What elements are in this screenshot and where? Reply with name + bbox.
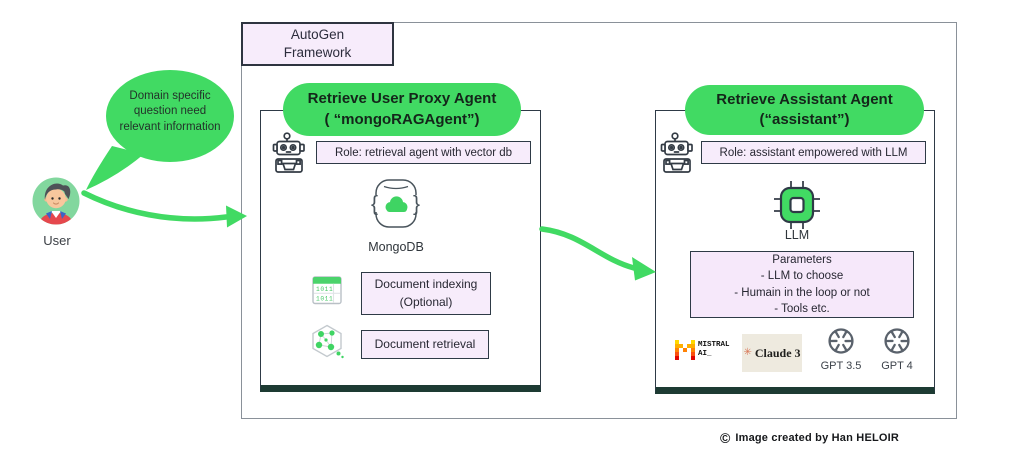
svg-text:{: { — [371, 193, 378, 216]
document-indexing-box: Document indexing (Optional) — [361, 272, 491, 315]
claude-wordmark: Claude 3 — [754, 345, 801, 360]
attribution-text: Image created by Han HELOIR — [735, 432, 900, 444]
assistant-agent-title: Retrieve Assistant Agent (“assistant”) — [685, 85, 924, 135]
proxy-role-box: Role: retrieval agent with vector db — [316, 141, 531, 164]
indexing-line: (Optional) — [399, 294, 453, 309]
assistant-title-line: (“assistant”) — [759, 111, 850, 128]
user-avatar — [32, 177, 80, 225]
copyright-icon: © — [720, 430, 731, 446]
bubble-line: question need — [133, 105, 207, 118]
mistral-wordmark: MISTRAL AI_ — [698, 341, 730, 358]
document-retrieval-icon — [312, 324, 344, 359]
mongodb-label: MongoDB — [368, 240, 424, 254]
retrieval-label: Document retrieval — [374, 336, 476, 351]
bubble-line: Domain specific — [129, 90, 211, 102]
user-label: User — [43, 233, 71, 248]
indexing-line: Document indexing — [374, 277, 478, 292]
llm-chip-icon — [774, 181, 820, 229]
svg-text:}: } — [413, 193, 420, 216]
mongodb-icon: { } — [369, 179, 423, 228]
proxy-title-line: ( “mongoRAGAgent”) — [324, 110, 480, 128]
mistral-m-icon — [675, 340, 695, 360]
cloud-glyph — [385, 196, 408, 212]
svg-text:1011: 1011 — [316, 286, 333, 293]
document-retrieval-box: Document retrieval — [361, 330, 489, 359]
llm-label: LLM — [784, 228, 810, 242]
parameters-box: Parameters - LLM to choose - Humain in t… — [690, 251, 914, 318]
robot-icon — [272, 132, 305, 173]
parameters-item: - Tools etc. — [774, 302, 830, 315]
user-to-proxy-arrow — [81, 190, 247, 228]
assistant-title-line: Retrieve Assistant Agent — [716, 90, 893, 108]
mistral-logo: MISTRAL AI_ — [675, 340, 730, 360]
robot-icon — [660, 132, 693, 173]
svg-text:1011: 1011 — [316, 296, 333, 303]
bubble-line: relevant information — [119, 120, 221, 133]
attribution: © Image created by Han HELOIR — [720, 430, 899, 446]
gpt35-label: GPT 3.5 — [820, 360, 862, 372]
proxy-agent-title: Retrieve User Proxy Agent ( “mongoRAGAge… — [283, 83, 521, 136]
claude-logo: ✳ Claude 3 — [742, 334, 802, 372]
assistant-role-box: Role: assistant empowered with LLM — [701, 141, 926, 164]
speech-bubble — [86, 70, 234, 190]
gpt4-label: GPT 4 — [881, 360, 913, 372]
openai-logo-icon — [828, 328, 854, 354]
parameters-item: - Humain in the loop or not — [734, 286, 870, 299]
openai-logo-icon — [884, 328, 910, 354]
framework-title-line: AutoGen — [290, 27, 345, 43]
claude-asterisk-icon: ✳ — [743, 347, 752, 358]
parameters-title: Parameters — [772, 253, 832, 266]
speech-bubble-text: Domain specific question need relevant i… — [108, 89, 232, 135]
parameters-item: - LLM to choose — [760, 270, 844, 283]
document-indexing-icon: 1011 1011 — [312, 276, 342, 305]
proxy-title-line: Retrieve User Proxy Agent — [307, 90, 497, 108]
framework-title-line: Framework — [283, 45, 352, 60]
autogen-framework-label: AutoGen Framework — [241, 22, 394, 66]
